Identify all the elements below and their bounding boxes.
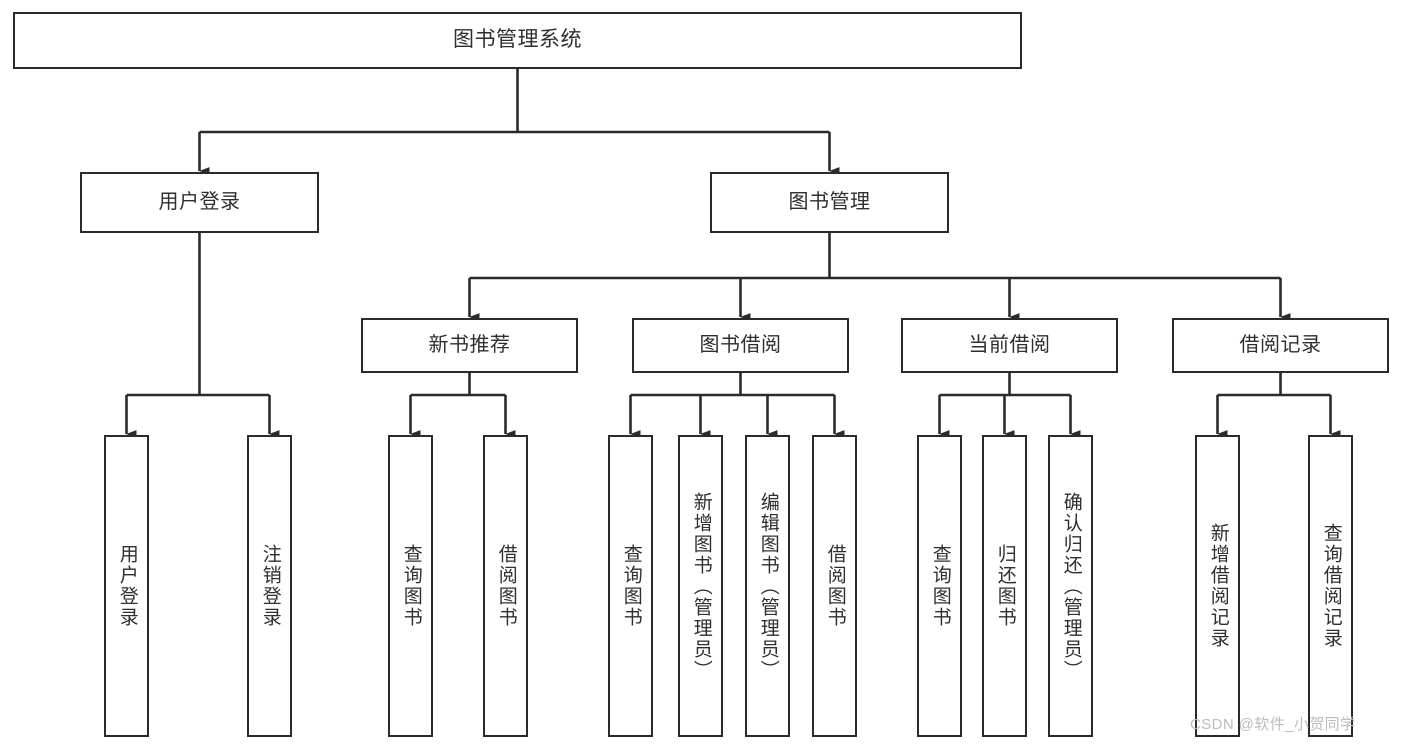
node-label: 新增借阅记录 xyxy=(1207,523,1229,649)
node-label: 查询图书 xyxy=(620,544,642,628)
leaf-node-node-9-查询图书[interactable]: 查询图书 xyxy=(608,435,653,737)
node-label: 用户登录 xyxy=(158,190,241,213)
leaf-node-node-2-用户登录[interactable]: 用户登录 xyxy=(104,435,149,737)
leaf-node-node-18-新增借阅记录[interactable]: 新增借阅记录 xyxy=(1195,435,1240,737)
leaf-node-node-15-归还图书[interactable]: 归还图书 xyxy=(982,435,1027,737)
leaf-node-node-16-确认归还管理员[interactable]: 确认归还（管理员） xyxy=(1048,435,1093,737)
node-label: 借阅图书 xyxy=(824,544,846,628)
node-label: 用户登录 xyxy=(116,544,138,628)
node-label: 确认归还（管理员） xyxy=(1060,491,1082,681)
node-node-0-图书管理系统[interactable]: 图书管理系统 xyxy=(13,12,1022,69)
node-label: 当前借阅 xyxy=(968,333,1051,356)
node-node-13-当前借阅[interactable]: 当前借阅 xyxy=(901,318,1118,373)
leaf-node-node-19-查询借阅记录[interactable]: 查询借阅记录 xyxy=(1308,435,1353,737)
node-label: 注销登录 xyxy=(259,544,281,628)
leaf-node-node-7-借阅图书[interactable]: 借阅图书 xyxy=(483,435,528,737)
node-node-5-新书推荐[interactable]: 新书推荐 xyxy=(361,318,578,373)
node-node-4-图书管理[interactable]: 图书管理 xyxy=(710,172,949,233)
node-label: 新增图书（管理员） xyxy=(690,491,712,681)
leaf-node-node-14-查询图书[interactable]: 查询图书 xyxy=(917,435,962,737)
node-label: 借阅图书 xyxy=(495,544,517,628)
leaf-node-node-10-新增图书管理员[interactable]: 新增图书（管理员） xyxy=(678,435,723,737)
node-node-17-借阅记录[interactable]: 借阅记录 xyxy=(1172,318,1389,373)
leaf-node-node-12-借阅图书[interactable]: 借阅图书 xyxy=(812,435,857,737)
node-label: 借阅记录 xyxy=(1239,333,1322,356)
node-label: 归还图书 xyxy=(994,544,1016,628)
node-node-8-图书借阅[interactable]: 图书借阅 xyxy=(632,318,849,373)
leaf-node-node-11-编辑图书管理员[interactable]: 编辑图书（管理员） xyxy=(745,435,790,737)
leaf-node-node-3-注销登录[interactable]: 注销登录 xyxy=(247,435,292,737)
leaf-node-node-6-查询图书[interactable]: 查询图书 xyxy=(388,435,433,737)
node-label: 图书管理系统 xyxy=(453,28,582,52)
node-label: 编辑图书（管理员） xyxy=(757,491,779,681)
node-label: 图书管理 xyxy=(788,190,871,213)
node-label: 查询图书 xyxy=(929,544,951,628)
node-label: 查询借阅记录 xyxy=(1320,523,1342,649)
node-node-1-用户登录[interactable]: 用户登录 xyxy=(80,172,319,233)
node-label: 查询图书 xyxy=(400,544,422,628)
node-label: 图书借阅 xyxy=(699,333,782,356)
node-label: 新书推荐 xyxy=(428,333,511,356)
